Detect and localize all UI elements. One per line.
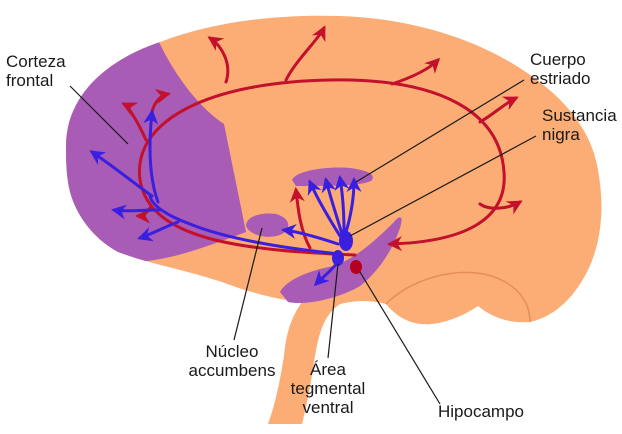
substantia-nigra-nucleus [339,231,353,251]
label-vta-line1: Área [282,360,374,379]
label-frontal-cortex-line2: frontal [6,71,66,90]
label-nucleus-accumbens-line2: accumbens [186,361,278,380]
label-vta-line3: ventral [282,398,374,417]
label-hippocampus-line1: Hipocampo [438,402,524,421]
label-substantia-nigra-line1: Sustancia [542,106,617,125]
label-vta-line2: tegmental [282,379,374,398]
label-frontal-cortex-line1: Corteza [6,52,66,71]
label-hippocampus: Hipocampo [438,402,524,421]
label-substantia-nigra: Sustancia nigra [542,106,617,144]
label-striatum-line2: estriado [530,69,590,88]
label-substantia-nigra-line2: nigra [542,125,617,144]
label-nucleus-accumbens-line1: Núcleo [186,342,278,361]
vta-nucleus [332,250,344,266]
label-frontal-cortex: Corteza frontal [6,52,66,90]
label-striatum-line1: Cuerpo [530,50,590,69]
label-vta: Área tegmental ventral [282,360,374,417]
label-striatum: Cuerpo estriado [530,50,590,88]
label-nucleus-accumbens: Núcleo accumbens [186,342,278,380]
